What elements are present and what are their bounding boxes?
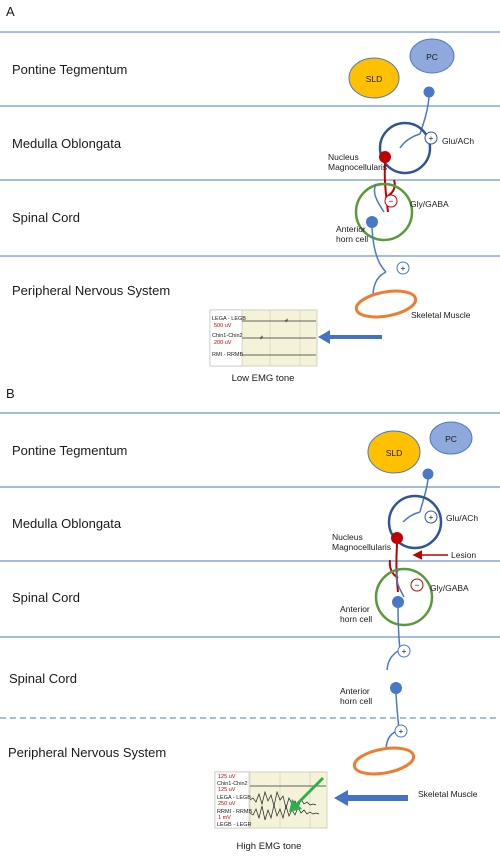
svg-text:+: + (402, 646, 407, 656)
svg-text:LEGB - LEGR: LEGB - LEGR (217, 822, 252, 828)
sld-nucleus (367, 430, 421, 474)
svg-text:+: + (401, 263, 406, 273)
svg-text:+: + (429, 512, 434, 522)
emg-output-arrow (318, 330, 382, 344)
horn2-label-line2: horn cell (340, 696, 372, 706)
skeletal-muscle (352, 746, 416, 776)
horn-label-line1: Anterior (336, 224, 366, 234)
sld-nucleus (348, 57, 400, 99)
skeletal-muscle-label: Skeletal Muscle (418, 789, 478, 799)
emg-caption-low: Low EMG tone (232, 373, 295, 384)
panel-b: B Pontine Tegmentum Medulla Oblongata Sp… (0, 386, 500, 852)
high-tone-indicator-arrow (289, 777, 324, 812)
pontine-axon (402, 478, 429, 523)
excitatory-sign-icon (396, 261, 410, 275)
row-label-pns: Peripheral Nervous System (8, 745, 166, 760)
excitatory-sign-icon (424, 131, 438, 145)
svg-text:RRMI - RRMB: RRMI - RRMB (217, 809, 252, 815)
panel-a: A Pontine Tegmentum Medulla Oblongata Sp… (0, 4, 500, 384)
emg-caption-high: High EMG tone (237, 841, 302, 852)
svg-text:RMI - RRMB: RMI - RRMB (212, 352, 243, 358)
svg-text:LEGA - LEGB: LEGA - LEGB (212, 316, 246, 322)
inhibitory-sign-icon (384, 194, 398, 208)
nucleus-label-line1: Nucleus (332, 532, 363, 542)
svg-text:Chin1-Chin2: Chin1-Chin2 (217, 781, 248, 787)
sld-label: SLD (366, 74, 383, 84)
gly-gaba-label: Gly/GABA (410, 199, 449, 209)
horn-label-line1: Anterior (340, 604, 370, 614)
skeletal-muscle-label: Skeletal Muscle (411, 310, 471, 320)
pontine-neuron (422, 468, 434, 480)
spinal-synapse-circle (374, 567, 434, 627)
anterior-horn-neuron-2 (390, 682, 402, 694)
medulla-synapse-circle (378, 121, 432, 175)
svg-text:125 uV: 125 uV (218, 787, 236, 793)
nucleus-label-line2: Magnocellularis (332, 542, 391, 552)
nucleus-magnocellularis-neuron (379, 151, 391, 163)
motor-axon-2 (385, 693, 400, 749)
row-label-pontine: Pontine Tegmentum (12, 443, 127, 458)
row-label-spinal-2: Spinal Cord (9, 671, 77, 686)
svg-text:200 uV: 200 uV (214, 340, 232, 346)
svg-text:+: + (429, 133, 434, 143)
excitatory-sign-icon (397, 644, 411, 658)
row-label-pontine: Pontine Tegmentum (12, 62, 127, 77)
pontine-neuron (423, 86, 435, 98)
horn2-label-line1: Anterior (340, 686, 370, 696)
row-label-spinal: Spinal Cord (12, 210, 80, 225)
pontine-axon (399, 96, 430, 149)
anterior-horn-neuron (392, 596, 404, 608)
glu-ach-label: Glu/ACh (446, 513, 478, 523)
emg-trace-low: LEGA - LEGB 500 uV Chin1-Chin2 200 uV RM… (209, 309, 318, 367)
svg-text:250 uV: 250 uV (218, 801, 236, 807)
glu-ach-label: Glu/ACh (442, 136, 474, 146)
emg-output-arrow (334, 790, 408, 806)
svg-text:−: − (389, 196, 394, 206)
sld-label: SLD (386, 448, 403, 458)
panel-a-letter: A (6, 4, 15, 19)
pc-label: PC (445, 434, 457, 444)
excitatory-sign-icon (424, 510, 438, 524)
svg-text:LEGA - LEGB: LEGA - LEGB (217, 795, 251, 801)
svg-text:Chin1-Chin2: Chin1-Chin2 (212, 333, 243, 339)
row-label-spinal: Spinal Cord (12, 590, 80, 605)
horn-label-line2: horn cell (336, 234, 368, 244)
motor-axon (386, 607, 401, 671)
skeletal-muscle (354, 289, 418, 319)
anterior-horn-neuron (366, 216, 378, 228)
spinal-synapse-circle (354, 182, 414, 242)
lesion-label: Lesion (451, 550, 476, 560)
pc-nucleus (409, 38, 455, 74)
row-label-medulla: Medulla Oblongata (12, 136, 122, 151)
pc-label: PC (426, 52, 438, 62)
inhibitory-sign-icon (410, 578, 424, 592)
motor-axon (371, 227, 387, 295)
row-label-medulla: Medulla Oblongata (12, 516, 122, 531)
horn-label-line2: horn cell (340, 614, 372, 624)
svg-text:500 uV: 500 uV (214, 323, 232, 329)
pc-nucleus (429, 421, 473, 455)
svg-text:125 uV: 125 uV (218, 774, 236, 780)
nucleus-label-line1: Nucleus (328, 152, 359, 162)
row-label-pns: Peripheral Nervous System (12, 283, 170, 298)
emg-trace-high: 125 uV Chin1-Chin2 125 uV LEGA - LEGB 25… (214, 771, 328, 829)
svg-text:−: − (415, 580, 420, 590)
nucleus-magnocellularis-neuron (391, 532, 403, 544)
panel-b-letter: B (6, 386, 15, 401)
medulla-synapse-circle (387, 494, 443, 550)
svg-text:+: + (399, 726, 404, 736)
excitatory-sign-icon (394, 724, 408, 738)
gly-gaba-label: Gly/GABA (430, 583, 469, 593)
nucleus-label-line2: Magnocellularis (328, 162, 387, 172)
svg-text:1 mV: 1 mV (218, 815, 231, 821)
